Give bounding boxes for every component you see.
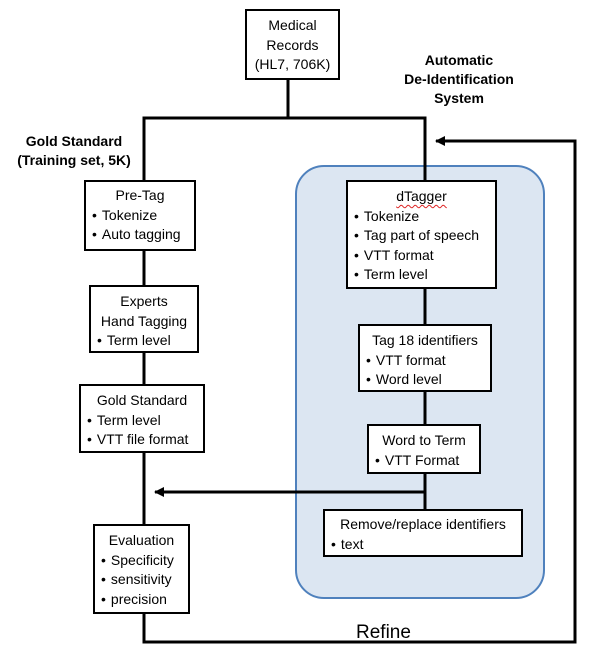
automatic-system-label-line: De-Identification — [404, 71, 514, 87]
title-line: Hand Tagging — [100, 312, 188, 329]
bullet-item: VTT format — [366, 351, 490, 371]
pre-tag-box: Pre-Tag Tokenize Auto tagging — [84, 180, 196, 251]
bullet-item: Tokenize — [92, 206, 194, 226]
gold-standard-label-line: Gold Standard — [25, 133, 123, 149]
bullet-item: Tag part of speech — [354, 226, 495, 246]
dtagger-box: dTagger Tokenize Tag part of speech VTT … — [346, 180, 497, 289]
title-line: Experts — [120, 293, 168, 309]
bullet-item: VTT file format — [87, 430, 203, 450]
automatic-system-label-line: System — [434, 90, 484, 106]
dtagger-title: dTagger — [348, 187, 495, 207]
tag18-box: Tag 18 identifiers VTT format Word level — [358, 324, 492, 392]
bullet-item: Term level — [87, 411, 203, 431]
evaluation-box: Evaluation Specificity sensitivity preci… — [93, 524, 190, 614]
medical-records-title: Medical Records (HL7, 706K) — [247, 16, 338, 75]
experts-box: Experts Hand Tagging Term level — [89, 285, 199, 353]
bullet-item: Tokenize — [354, 207, 495, 227]
pre-tag-title: Pre-Tag — [115, 187, 165, 203]
bullet-item: sensitivity — [101, 570, 188, 590]
dtagger-title-text: dTagger — [396, 188, 447, 204]
medical-records-box: Medical Records (HL7, 706K) — [245, 9, 340, 80]
title-line: Records — [266, 36, 319, 53]
title-line: (HL7, 706K) — [254, 56, 331, 72]
bullet-item: text — [331, 535, 521, 555]
bullet-item: precision — [101, 590, 188, 610]
bullet-item: VTT format — [354, 246, 495, 266]
bullet-item: Term level — [354, 265, 495, 285]
tag18-title: Tag 18 identifiers — [372, 332, 478, 348]
gold-standard-label: Gold Standard (Training set, 5K) — [8, 132, 140, 170]
gold-standard-box: Gold Standard Term level VTT file format — [79, 384, 205, 453]
word-to-term-box: Word to Term VTT Format — [367, 424, 481, 474]
bullet-item: VTT Format — [375, 451, 479, 471]
automatic-system-label-line: Automatic — [424, 52, 494, 68]
refine-label: Refine — [356, 622, 411, 643]
gold-standard-title: Gold Standard — [96, 392, 188, 408]
bullet-item: Auto tagging — [92, 225, 194, 245]
remove-replace-box: Remove/replace identifiers text — [323, 509, 523, 557]
experts-title: Experts Hand Tagging — [91, 292, 197, 331]
remove-replace-title: Remove/replace identifiers — [340, 516, 506, 532]
bullet-item: Term level — [97, 331, 197, 351]
bullet-item: Specificity — [101, 551, 188, 571]
word-to-term-title: Word to Term — [382, 432, 466, 448]
evaluation-title: Evaluation — [108, 532, 175, 548]
gold-standard-label-line: (Training set, 5K) — [17, 152, 131, 168]
automatic-system-label: Automatic De-Identification System — [398, 51, 520, 108]
title-line: Medical — [268, 17, 317, 33]
bullet-item: Word level — [366, 370, 490, 390]
